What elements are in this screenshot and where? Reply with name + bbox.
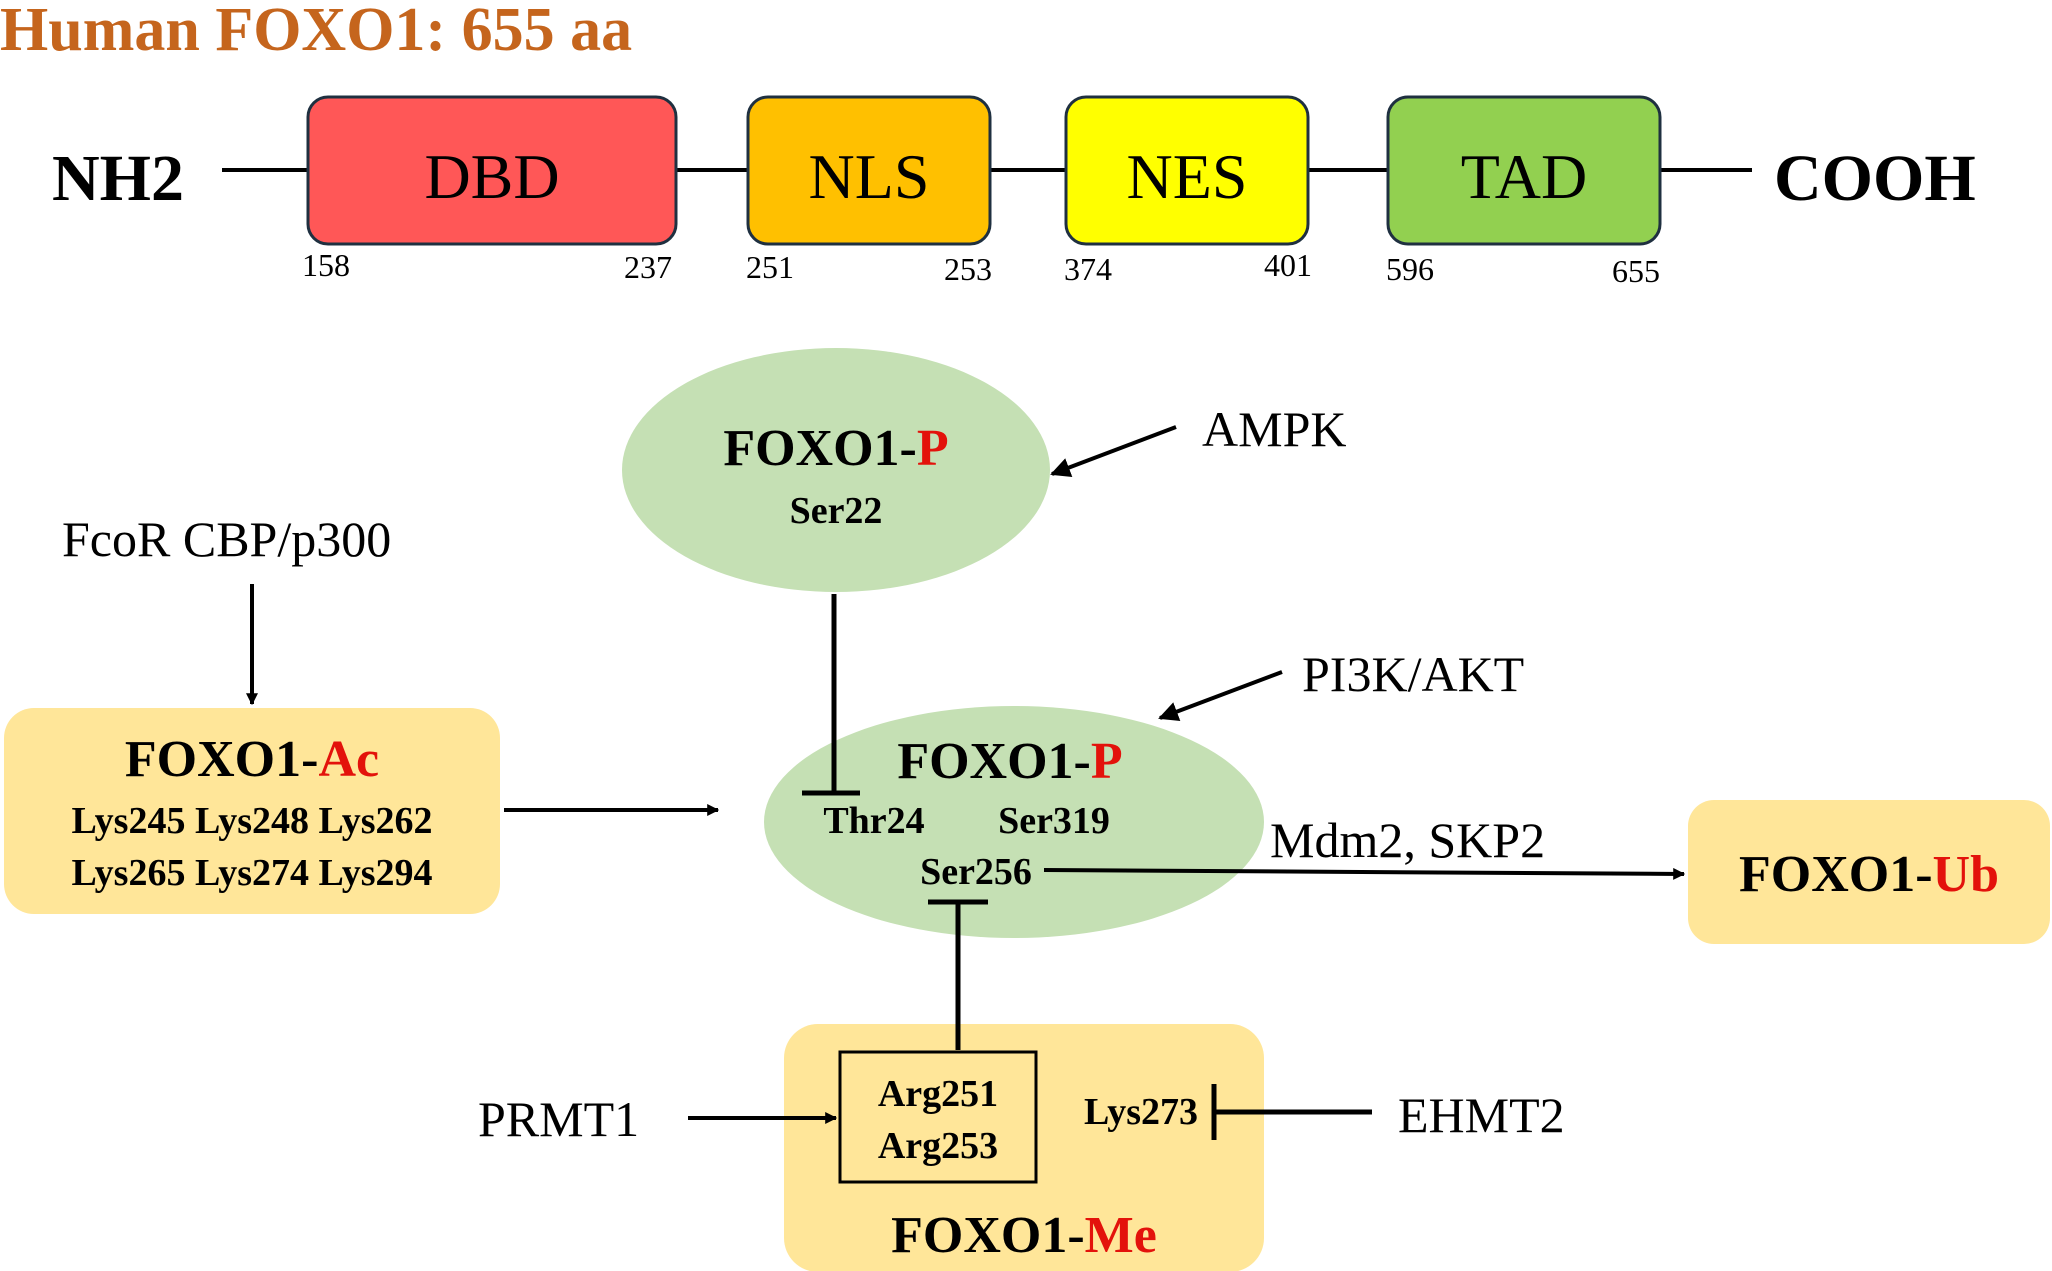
regulator-prmt1: PRMT1	[478, 1091, 639, 1147]
protein-domain-map: NH2 COOH DBD 158 237 NLS 251 253 NES 374…	[52, 95, 1976, 289]
node-site-arg253: Arg253	[878, 1125, 998, 1167]
node-foxo1-me: Arg251 Arg253 Lys273 FOXO1-Me	[784, 1024, 1264, 1271]
node-foxo1-p-ser22-title: FOXO1-P	[723, 420, 948, 477]
domain-nes-label: NES	[1127, 141, 1248, 212]
node-foxo1-p-ser22-mod: P	[917, 420, 949, 477]
domain-nls-box	[746, 95, 992, 246]
regulator-ehmt2: EHMT2	[1398, 1087, 1565, 1143]
node-foxo1-ac-mod: Ac	[318, 731, 379, 788]
node-foxo1-p-ser22-name: FOXO1-	[723, 420, 917, 477]
domain-dbd-start: 158	[302, 247, 350, 283]
domain-dbd-box	[306, 95, 678, 246]
domain-nes-box	[1064, 95, 1310, 246]
node-foxo1-me-mod: Me	[1085, 1207, 1157, 1264]
node-foxo1-me-arg-inner-box	[838, 1050, 1038, 1184]
n-terminus-label: NH2	[52, 142, 184, 215]
node-foxo1-p-central: FOXO1-P Thr24 Ser319 Ser256	[764, 706, 1264, 938]
node-foxo1-ub: FOXO1-Ub	[1688, 800, 2050, 944]
node-foxo1-ac: FOXO1-Ac Lys245 Lys248 Lys262 Lys265 Lys…	[4, 708, 500, 914]
domain-dbd: DBD 158 237	[302, 95, 678, 285]
regulator-fcor-cbp-p300: FcoR CBP/p300	[62, 511, 391, 567]
node-foxo1-me-box	[784, 1024, 1264, 1271]
arrow-pi3k-akt-to-foxo1-p	[1158, 670, 1283, 722]
node-foxo1-p-ser22-ellipse	[622, 348, 1050, 592]
domain-nls: NLS 251 253	[746, 95, 992, 287]
domain-nls-label: NLS	[809, 141, 930, 212]
domain-tad-box	[1386, 95, 1662, 246]
domain-nls-end: 253	[944, 251, 992, 287]
domain-dbd-label: DBD	[424, 141, 559, 212]
node-foxo1-ac-title: FOXO1-Ac	[125, 731, 379, 788]
node-foxo1-p-central-title: FOXO1-P	[897, 733, 1122, 790]
node-foxo1-ub-mod: Ub	[1933, 846, 1999, 903]
node-foxo1-ub-name: FOXO1-	[1739, 846, 1933, 903]
arrow-ser256-to-foxo1-ub	[1043, 867, 1686, 880]
node-site-ser256: Ser256	[920, 851, 1032, 893]
node-site-thr24: Thr24	[823, 800, 924, 842]
domain-tad: TAD 596 655	[1386, 95, 1662, 289]
node-site-ser319: Ser319	[998, 800, 1110, 842]
node-foxo1-p-central-name: FOXO1-	[897, 733, 1091, 790]
node-site-lys273: Lys273	[1084, 1091, 1198, 1133]
node-foxo1-ac-sites-line2: Lys265 Lys274 Lys294	[71, 852, 432, 894]
node-foxo1-p-central-mod: P	[1091, 733, 1123, 790]
node-foxo1-p-central-ellipse	[764, 706, 1264, 938]
regulator-pi3k-akt: PI3K/AKT	[1302, 646, 1524, 702]
domain-nes: NES 374 401	[1064, 95, 1312, 287]
node-foxo1-p-ser22-site: Ser22	[790, 490, 883, 532]
domain-dbd-end: 237	[624, 249, 672, 285]
node-foxo1-me-name: FOXO1-	[891, 1207, 1085, 1264]
node-foxo1-ub-title: FOXO1-Ub	[1739, 846, 1999, 903]
node-foxo1-me-title: FOXO1-Me	[891, 1207, 1157, 1264]
domain-nes-end: 401	[1264, 247, 1312, 283]
arrow-ampk-to-ser22	[1050, 425, 1177, 477]
domain-nls-start: 251	[746, 249, 794, 285]
c-terminus-label: COOH	[1774, 142, 1976, 215]
regulator-mdm2-skp2: Mdm2, SKP2	[1270, 812, 1545, 868]
node-foxo1-ac-sites-line1: Lys245 Lys248 Lys262	[71, 800, 432, 842]
node-foxo1-ac-box	[4, 708, 500, 914]
domain-nes-start: 374	[1064, 251, 1112, 287]
domain-tad-start: 596	[1386, 251, 1434, 287]
figure-title: Human FOXO1: 655 aa	[0, 0, 632, 64]
domain-tad-end: 655	[1612, 253, 1660, 289]
domain-tad-label: TAD	[1461, 141, 1587, 212]
node-foxo1-ub-box	[1688, 800, 2050, 944]
regulator-ampk: AMPK	[1202, 401, 1346, 457]
node-foxo1-p-ser22: FOXO1-P Ser22	[622, 348, 1050, 592]
node-site-arg251: Arg251	[878, 1073, 998, 1115]
node-foxo1-ac-name: FOXO1-	[125, 731, 319, 788]
